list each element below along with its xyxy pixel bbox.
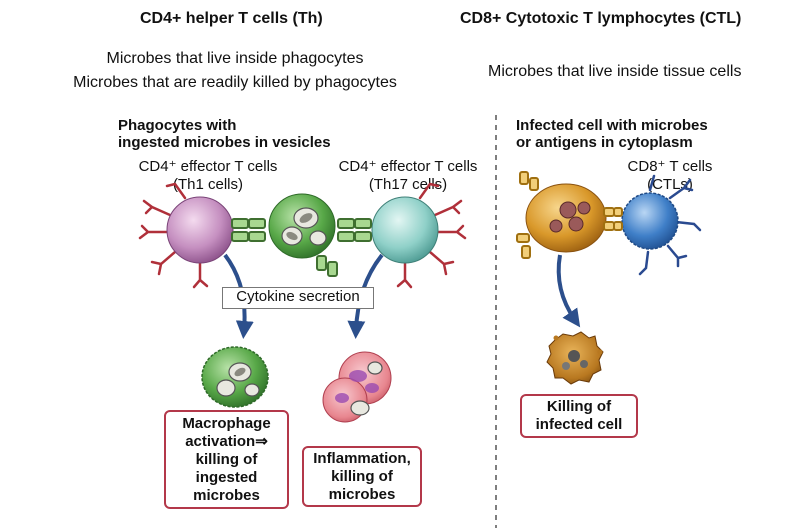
phagocytes-title-line-2: ingested microbes in vesicles [118,134,331,151]
infected-section-title: Infected cell with microbes or antigens … [516,117,708,151]
tcr-mhc-connectors [231,218,372,277]
cd4-subtitle: Microbes that live inside phagocytes Mic… [40,47,430,95]
killing-box-line-1: Killing of [546,398,612,415]
inflammation-box-line-1: Inflammation, [313,449,411,467]
ctl-killing-arrow [556,254,581,328]
ctl-receptors [638,174,702,276]
th17-receptors [396,182,467,289]
th1-label-line-2: (Th1 cells) [172,176,243,193]
infected-title-line-2: or antigens in cytoplasm [516,134,693,151]
th1-label: CD4⁺ effector T cells (Th1 cells) [118,158,298,194]
macrophage-box-line-3: killing of [195,450,258,468]
killing-infected-cell-box: Killing of infected cell [520,394,638,438]
th17-label-line-1: CD4⁺ effector T cells [338,158,478,175]
cd8-subtitle: Microbes that live inside tissue cells [488,63,742,80]
inflammation-box-line-2: killing of [331,467,393,485]
macrophage-box-line-4: ingested [195,468,258,486]
infected-title-line-1: Infected cell with microbes [516,117,708,134]
th1-receptors [138,182,209,289]
cd4-subtitle-line-2: Microbes that are readily killed by phag… [73,74,397,91]
macrophage-activation-box: Macrophage activation⇒ killing of ingest… [164,410,289,509]
phagocytes-title-line-1: Phagocytes with [118,117,237,134]
inflammation-box: Inflammation, killing of microbes [302,446,422,507]
activated-macrophage-microbes [216,362,260,397]
phagocytes-section-title: Phagocytes with ingested microbes in ves… [118,117,331,151]
macrophage-box-line-1: Macrophage [182,414,271,432]
cytoplasmic-microbes [549,201,591,233]
cd8-header: CD8+ Cytotoxic T lymphocytes (CTL) [460,10,742,27]
ingested-microbes [281,207,327,246]
th1-cell [166,196,234,264]
dying-infected-cell [546,331,604,385]
ctl-cell [621,192,679,250]
cd4-header: CD4+ helper T cells (Th) [140,10,323,27]
killing-box-line-2: infected cell [535,416,623,433]
th1-label-line-1: CD4⁺ effector T cells [138,158,278,175]
inflammation-box-line-3: microbes [328,485,396,503]
th17-cell [371,196,439,264]
inflammation-cells [322,351,392,423]
ctl-synapse [603,207,623,231]
macrophage-box-line-5: microbes [193,486,260,504]
infected-cell-antigens [516,171,539,259]
macrophage-box-line-2: activation⇒ [185,432,268,450]
ctl-label-line-1: CD8⁺ T cells [627,158,713,175]
cytokine-secretion-label: Cytokine secretion [222,287,374,309]
cd4-subtitle-line-1: Microbes that live inside phagocytes [106,50,364,67]
